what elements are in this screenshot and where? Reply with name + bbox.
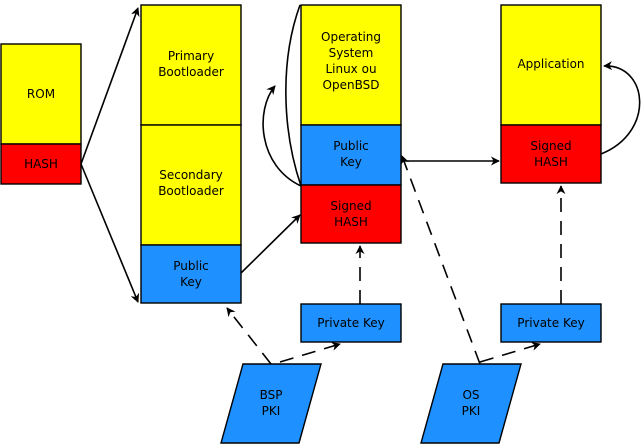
label-line: Signed — [530, 139, 571, 153]
os-pki-shape — [420, 363, 522, 444]
label-line: ROM — [27, 87, 55, 101]
rom-hash-label: HASH — [24, 157, 58, 171]
label-line: Primary — [168, 49, 214, 63]
bsp-pki-block: BSP PKI — [220, 363, 322, 444]
label-line: Private Key — [517, 316, 584, 330]
arrow-hash-to-bootloader-key — [80, 163, 140, 303]
rom-block: ROM — [0, 43, 82, 145]
label-line: PKI — [462, 404, 481, 418]
label-line: OS — [462, 388, 479, 402]
label-line: Secondary — [159, 168, 223, 182]
application-box — [500, 4, 602, 126]
label-line: System — [329, 46, 374, 60]
label-line: HASH — [334, 215, 368, 229]
label-line: Public — [333, 139, 369, 153]
bsp-private-key-box — [300, 303, 402, 343]
label-line: Application — [517, 57, 584, 71]
os-pki-block: OS PKI — [420, 363, 522, 444]
label-line: Private Key — [317, 316, 384, 330]
arrow-os-hash-loop-to-top — [285, 4, 302, 187]
rom-hash-box — [0, 143, 82, 185]
dashed-arrows — [226, 155, 566, 365]
rom-label: ROM — [27, 87, 55, 101]
label-line: PKI — [262, 404, 281, 418]
label-line: Public — [173, 259, 209, 273]
label-line: BSP — [260, 388, 283, 402]
label-line: Linux ou — [325, 62, 376, 76]
bsp-private-key-block: Private Key — [300, 303, 402, 343]
label-line: OpenBSD — [323, 78, 380, 92]
label-line: HASH — [534, 155, 568, 169]
label-line: Key — [340, 155, 362, 169]
label-line: Bootloader — [158, 184, 224, 198]
dashed-os-pki-to-private-key — [479, 342, 541, 363]
rom-hash-block: HASH — [0, 143, 82, 185]
operating-system-box — [300, 4, 402, 126]
label-line: Key — [180, 275, 202, 289]
bsp-pki-label: BSP PKI — [260, 388, 283, 418]
os-public-key-box — [300, 124, 402, 186]
application-block: Application — [500, 4, 602, 126]
app-signed-hash-box — [500, 124, 602, 184]
os-private-key-box — [500, 303, 602, 343]
solid-arrows — [80, 4, 641, 303]
os-signed-hash-box — [300, 184, 402, 244]
arrow-bootloader-key-to-os-hash — [240, 214, 301, 274]
os-private-key-block: Private Key — [500, 303, 602, 343]
bsp-private-key-label: Private Key — [317, 316, 384, 330]
arrow-os-hash-to-os — [262, 85, 302, 187]
bootloader-public-key-box — [140, 244, 242, 304]
dashed-bsp-pki-to-bootloader-key — [226, 307, 272, 365]
bsp-pki-shape — [220, 363, 322, 444]
label-line: Signed — [330, 199, 371, 213]
dashed-bsp-pki-to-private-key — [279, 342, 341, 363]
primary-bootloader-box — [140, 4, 242, 126]
arrow-hash-to-primary-bootloader — [80, 7, 140, 165]
label-line: Bootloader — [158, 65, 224, 79]
label-line: Operating — [321, 30, 381, 44]
rom-box — [0, 43, 82, 145]
label-line: HASH — [24, 157, 58, 171]
dashed-os-pki-to-os-key — [400, 155, 481, 365]
application-label: Application — [517, 57, 584, 71]
arrow-app-hash-to-app — [600, 61, 641, 155]
os-private-key-label: Private Key — [517, 316, 584, 330]
secondary-bootloader-box — [140, 124, 242, 246]
os-pki-label: OS PKI — [462, 388, 481, 418]
